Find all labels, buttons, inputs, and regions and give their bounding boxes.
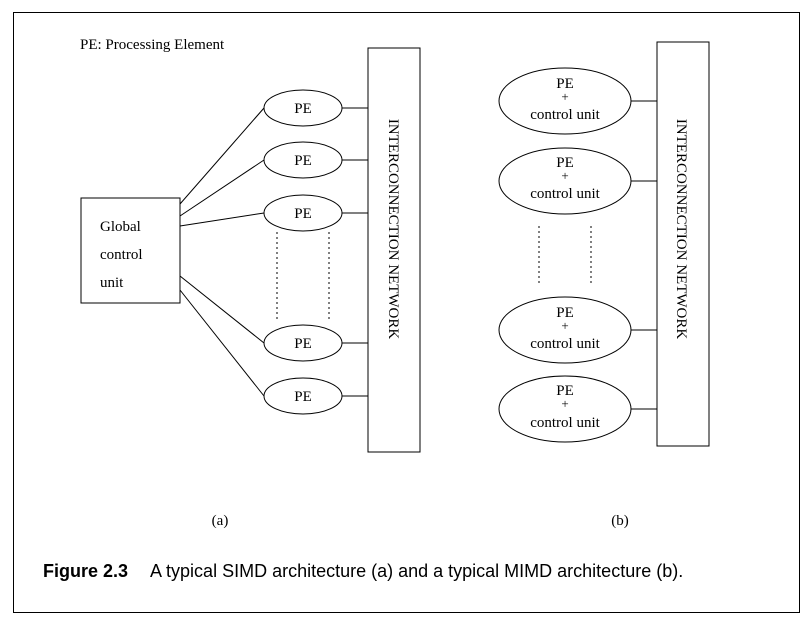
control-unit-label: control unit: [530, 336, 600, 352]
figure-number: Figure 2.3: [43, 561, 129, 581]
simd-labels: Global control unit PE PE PE PE PE INTER…: [100, 101, 401, 529]
pe-label: PE: [556, 155, 574, 171]
mimd-labels: PE + control unit PE + control unit PE +…: [530, 76, 689, 529]
control-unit-label: control unit: [530, 186, 600, 202]
control-link: [179, 289, 265, 397]
control-link: [179, 159, 265, 217]
pe-control-ellipse: [498, 296, 632, 364]
control-unit-label: control unit: [530, 107, 600, 123]
global-control-unit-box: [80, 197, 181, 304]
pe-control-ellipse: [498, 375, 632, 443]
global-unit-line: Global: [100, 219, 141, 235]
plus-sign: +: [561, 89, 568, 104]
global-unit-line: unit: [100, 275, 124, 291]
simd-network-box: [367, 47, 421, 453]
pe-ellipse: [263, 141, 343, 179]
control-link: [179, 275, 265, 344]
pe-ellipse: [263, 324, 343, 362]
pe-label: PE: [294, 336, 312, 352]
caption-text: A typical SIMD architecture (a) and a ty…: [150, 561, 684, 581]
simd-network-label: INTERCONNECTION NETWORK: [385, 119, 401, 340]
pe-control-ellipse: [498, 67, 632, 135]
plus-sign: +: [561, 396, 568, 411]
legend-text: PE: Processing Element: [80, 37, 225, 53]
control-link: [179, 107, 265, 205]
plus-sign: +: [561, 318, 568, 333]
pe-label: PE: [294, 389, 312, 405]
mimd-network-label: INTERCONNECTION NETWORK: [673, 119, 689, 340]
global-unit-line: control: [100, 247, 143, 263]
mimd-diagram: [498, 41, 710, 447]
mimd-network-box: [656, 41, 710, 447]
mimd-sublabel: (b): [611, 513, 629, 529]
pe-ellipse: [263, 377, 343, 415]
plus-sign: +: [561, 168, 568, 183]
control-unit-label: control unit: [530, 415, 600, 431]
simd-diagram: [80, 47, 421, 453]
pe-ellipse: [263, 194, 343, 232]
pe-label: PE: [294, 206, 312, 222]
pe-label: PE: [294, 153, 312, 169]
pe-label: PE: [556, 383, 574, 399]
pe-control-ellipse: [498, 147, 632, 215]
pe-label: PE: [556, 305, 574, 321]
control-link: [179, 212, 265, 227]
simd-sublabel: (a): [212, 513, 229, 529]
figure-frame: [13, 12, 800, 613]
pe-ellipse: [263, 89, 343, 127]
pe-label: PE: [556, 76, 574, 92]
figure-caption: Figure 2.3 A typical SIMD architecture (a…: [43, 561, 803, 582]
pe-label: PE: [294, 101, 312, 117]
